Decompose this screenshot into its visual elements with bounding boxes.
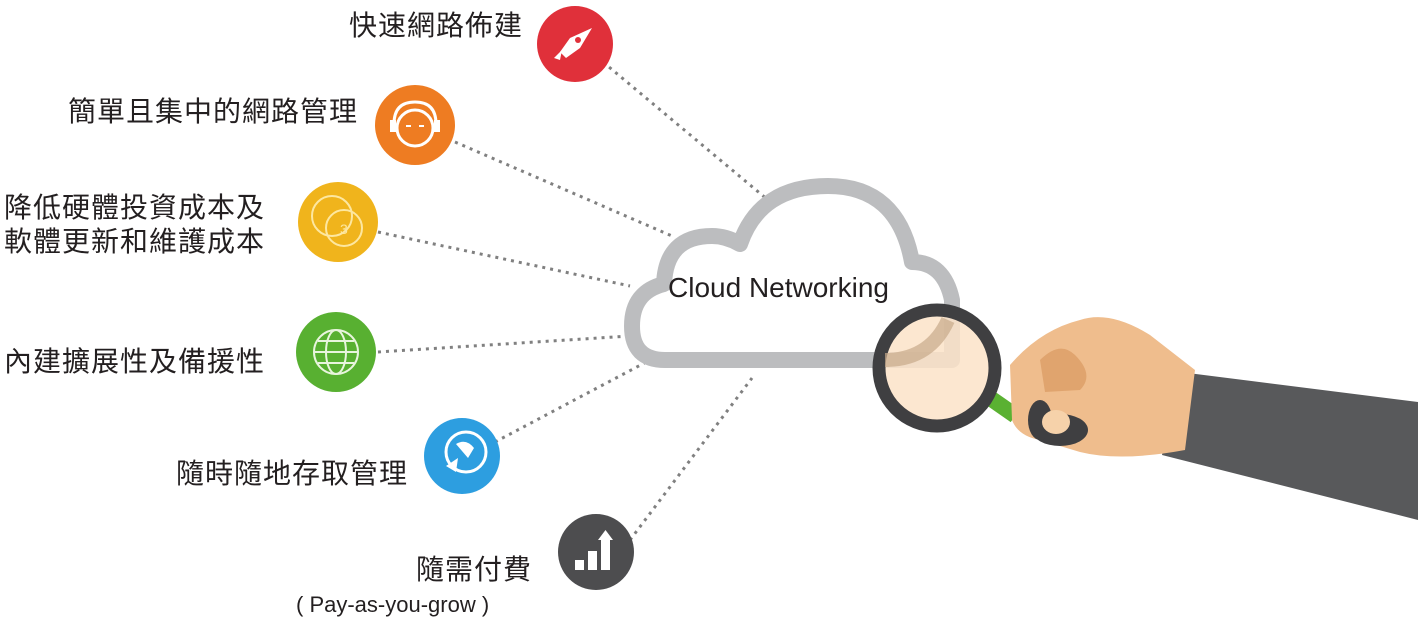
rocket-icon <box>537 6 613 82</box>
center-title: Cloud Networking <box>668 272 889 303</box>
feature-label-cost-line1: 降低硬體投資成本及 <box>4 191 266 224</box>
connector-rocket <box>602 60 769 202</box>
svg-text:3: 3 <box>340 221 348 237</box>
globe-network-icon <box>296 312 376 392</box>
connector-globe <box>377 334 631 354</box>
cloud-icon <box>624 178 960 368</box>
connector-coins <box>377 230 631 288</box>
headset-support-icon <box>375 85 455 165</box>
connector-lines <box>377 60 769 541</box>
globe-cursor-icon <box>424 418 500 494</box>
connector-support <box>454 140 673 238</box>
feature-label-cost-line2: 軟體更新和維護成本 <box>4 225 266 258</box>
feature-label-fast-deploy: 快速網路佈建 <box>348 9 523 42</box>
connector-access <box>494 358 651 444</box>
feature-label-scalability: 內建擴展性及備援性 <box>4 345 266 378</box>
hand-magnifier-icon <box>872 303 1418 520</box>
feature-label-pay-as-you-go: 隨需付費 <box>415 553 532 586</box>
coins-icon: 3 <box>298 182 378 262</box>
feature-sublabel-pay-as-you-grow: ( Pay-as-you-grow ) <box>296 592 490 617</box>
connector-payg <box>628 377 754 541</box>
growth-chart-icon <box>558 514 634 590</box>
feature-label-anywhere-access: 隨時隨地存取管理 <box>175 457 408 490</box>
feature-label-central-management: 簡單且集中的網路管理 <box>67 95 358 128</box>
